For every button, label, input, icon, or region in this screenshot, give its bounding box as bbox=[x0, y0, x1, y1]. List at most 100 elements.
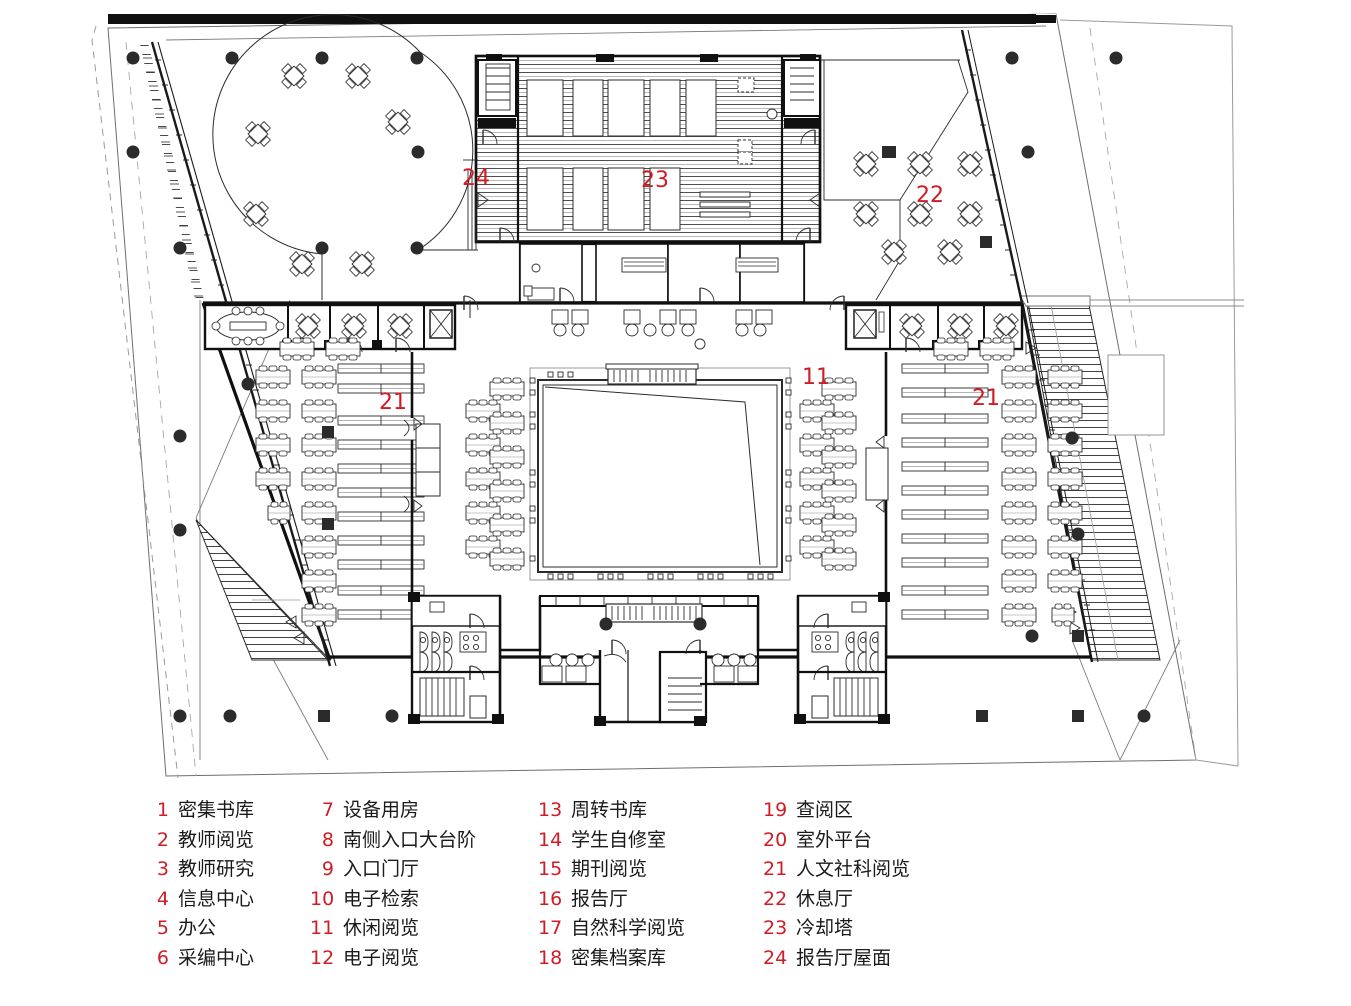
legend-number: 13 bbox=[538, 799, 563, 821]
legend-number: 9 bbox=[321, 858, 334, 880]
legend-column-1: 1 密集书库 2 教师阅览 3 教师研究 4 信息中心 5 办公 6 采编中心 bbox=[155, 795, 254, 972]
legend-column-4: 19 查阅区 20 室外平台 21 人文社科阅览 22 休息厅 23 冷却塔 24 报告厅屋… bbox=[763, 795, 910, 972]
central-service-strip bbox=[518, 242, 806, 350]
legend-label: 电子阅览 bbox=[343, 946, 420, 969]
legend-label: 冷却塔 bbox=[796, 917, 854, 939]
legend-item: 9 入口门厅 bbox=[310, 854, 476, 884]
west-partition bbox=[403, 352, 441, 596]
south-entrance-hall bbox=[500, 595, 798, 726]
legend-label: 周转书库 bbox=[571, 799, 648, 821]
legend-item: 23 冷却塔 bbox=[763, 913, 910, 943]
legend-item: 21 人文社科阅览 bbox=[763, 854, 910, 884]
legend-number: 21 bbox=[763, 858, 788, 880]
legend-label: 信息中心 bbox=[178, 887, 255, 910]
plan-label-24: 24 bbox=[462, 166, 490, 191]
legend-item: 5 办公 bbox=[155, 913, 254, 943]
legend-item: 17 自然科学阅览 bbox=[538, 913, 685, 943]
plan-label-21-west: 21 bbox=[379, 390, 407, 415]
legend-label: 教师研究 bbox=[178, 858, 255, 880]
legend-label: 学生自修室 bbox=[571, 828, 667, 851]
north-stair-core-left bbox=[477, 59, 517, 145]
legend-number: 18 bbox=[538, 946, 563, 969]
legend-number: 24 bbox=[763, 946, 788, 969]
legend-label: 采编中心 bbox=[178, 946, 255, 969]
legend-item: 6 采编中心 bbox=[155, 943, 254, 973]
legend-item: 24 报告厅屋面 bbox=[763, 943, 910, 973]
legend-label: 期刊阅览 bbox=[571, 858, 648, 880]
legend-item: 2 教师阅览 bbox=[155, 825, 254, 855]
legend-number: 3 bbox=[156, 858, 169, 880]
north-stair-core-right bbox=[783, 59, 821, 145]
legend-label: 休息厅 bbox=[796, 887, 854, 910]
legend-label: 电子检索 bbox=[343, 887, 420, 910]
legend-item: 3 教师研究 bbox=[155, 854, 254, 884]
legend-label: 自然科学阅览 bbox=[571, 917, 686, 939]
legend-label: 设备用房 bbox=[343, 799, 420, 821]
legend: 1 密集书库 2 教师阅览 3 教师研究 4 信息中心 5 办公 6 采编中心 7 设备用房 … bbox=[0, 795, 1351, 1006]
legend-number: 6 bbox=[156, 946, 169, 969]
legend-item: 10 电子检索 bbox=[310, 884, 476, 914]
legend-item: 15 期刊阅览 bbox=[538, 854, 685, 884]
legend-number: 12 bbox=[310, 946, 335, 969]
legend-number: 20 bbox=[763, 828, 788, 851]
legend-label: 密集档案库 bbox=[571, 946, 667, 969]
legend-label: 人文社科阅览 bbox=[796, 858, 911, 880]
plan-label-11: 11 bbox=[802, 365, 830, 390]
legend-number: 5 bbox=[156, 917, 169, 939]
legend-number: 10 bbox=[310, 887, 335, 910]
legend-item: 14 学生自修室 bbox=[538, 825, 685, 855]
legend-number: 7 bbox=[321, 799, 334, 821]
north-service-block bbox=[474, 54, 822, 244]
north-block-doors bbox=[477, 192, 821, 243]
southwest-service-core bbox=[408, 592, 504, 724]
terrace-connector bbox=[418, 159, 478, 251]
legend-label: 教师阅览 bbox=[178, 828, 255, 851]
architectural-floor-plan: 24 23 22 21 11 21 bbox=[91, 13, 1244, 779]
legend-number: 19 bbox=[763, 799, 788, 821]
legend-label: 休闲阅览 bbox=[343, 917, 420, 939]
legend-number: 22 bbox=[763, 887, 788, 910]
legend-label: 密集书库 bbox=[178, 799, 255, 821]
legend-item: 4 信息中心 bbox=[155, 884, 254, 914]
legend-number: 4 bbox=[156, 887, 169, 910]
plan-number-labels: 24 23 22 21 11 21 bbox=[379, 166, 1000, 415]
legend-label: 查阅区 bbox=[796, 799, 854, 821]
plan-label-21-east: 21 bbox=[972, 386, 1000, 411]
legend-number: 2 bbox=[156, 828, 169, 851]
legend-label: 室外平台 bbox=[796, 828, 873, 851]
plan-label-23: 23 bbox=[641, 168, 669, 193]
legend-item: 12 电子阅览 bbox=[310, 943, 476, 973]
legend-label: 办公 bbox=[178, 917, 217, 939]
north-site-wall bbox=[108, 14, 1056, 24]
legend-item: 22 休息厅 bbox=[763, 884, 910, 914]
legend-item: 18 密集档案库 bbox=[538, 943, 685, 973]
central-atrium bbox=[529, 363, 792, 581]
ne-angled-wall bbox=[960, 29, 1029, 304]
plan-label-22: 22 bbox=[916, 183, 944, 208]
legend-label: 南侧入口大台阶 bbox=[343, 828, 477, 851]
legend-number: 17 bbox=[538, 917, 563, 939]
legend-item: 19 查阅区 bbox=[763, 795, 910, 825]
site-dashed-guides bbox=[125, 27, 1197, 777]
legend-number: 23 bbox=[763, 917, 788, 939]
legend-number: 15 bbox=[538, 858, 563, 880]
legend-number: 1 bbox=[156, 799, 169, 821]
legend-number: 11 bbox=[310, 917, 335, 939]
southeast-service-core bbox=[794, 592, 890, 724]
legend-item: 1 密集书库 bbox=[155, 795, 254, 825]
legend-item: 11 休闲阅览 bbox=[310, 913, 476, 943]
legend-number: 14 bbox=[538, 828, 563, 851]
east-partition bbox=[865, 352, 889, 596]
legend-item: 7 设备用房 bbox=[310, 795, 476, 825]
west-stepped-terrace bbox=[195, 519, 332, 663]
legend-item: 20 室外平台 bbox=[763, 825, 910, 855]
legend-item: 13 周转书库 bbox=[538, 795, 685, 825]
legend-label: 报告厅屋面 bbox=[796, 946, 892, 969]
northeast-lounge bbox=[820, 51, 1035, 301]
legend-label: 入口门厅 bbox=[343, 858, 420, 880]
